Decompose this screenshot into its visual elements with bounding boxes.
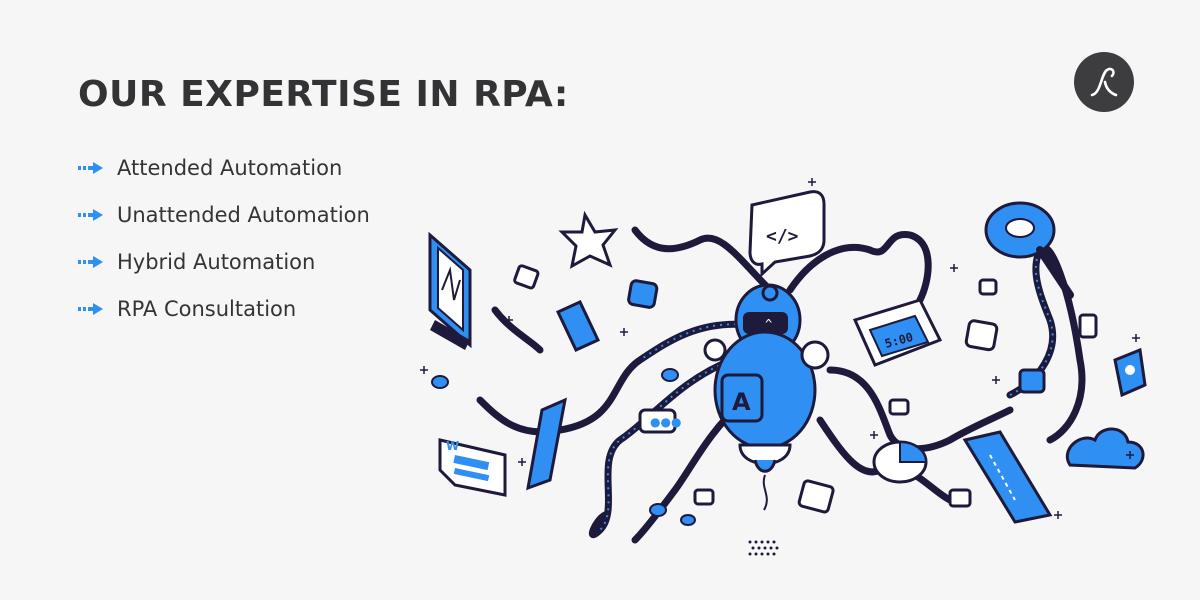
dot-grid	[748, 540, 779, 556]
arrow-right-icon	[78, 255, 103, 268]
robot-face-text: ^	[765, 317, 772, 331]
page-title: OUR EXPERTISE IN RPA:	[78, 74, 569, 115]
list-item: RPA Consultation	[78, 285, 370, 332]
pie-chart-icon	[872, 440, 928, 484]
arrow-right-icon	[78, 161, 103, 174]
brand-logo	[1074, 52, 1134, 112]
list-item: Attended Automation	[78, 144, 370, 191]
clock-icon: 5:00	[852, 298, 943, 367]
arrow-right-icon	[78, 208, 103, 221]
list-item: Hybrid Automation	[78, 238, 370, 285]
phone-icon	[962, 430, 1053, 524]
sparkles	[420, 178, 1140, 519]
arrow-right-icon	[78, 302, 103, 315]
robot-letter: A	[732, 388, 751, 416]
location-icon	[1113, 347, 1147, 398]
list-item-label: Unattended Automation	[117, 202, 370, 227]
document-icon: W	[438, 438, 507, 497]
chat-dots-icon: ●●●	[650, 415, 681, 429]
logo-mark-icon	[1090, 67, 1118, 97]
blocks	[513, 264, 1098, 514]
cable-highlights	[599, 249, 1054, 531]
document-mark-icon: W	[446, 439, 459, 453]
monitor-icon	[428, 231, 472, 350]
list-item-label: Attended Automation	[117, 155, 343, 180]
rpa-robot-illustration: ^ A </>	[420, 178, 1147, 556]
list-item-label: RPA Consultation	[117, 296, 297, 321]
robot: ^ A	[703, 283, 830, 511]
star-icon	[558, 210, 619, 269]
cloud-icon	[1066, 427, 1145, 470]
code-bubble-text: </>	[766, 226, 799, 247]
list-item: Unattended Automation	[78, 191, 370, 238]
list-item-label: Hybrid Automation	[117, 249, 316, 274]
code-bubble: </>	[748, 190, 826, 278]
magnifier-icon	[984, 201, 1074, 299]
expertise-list: Attended Automation Unattended Automatio…	[78, 144, 370, 332]
coins	[431, 368, 696, 526]
